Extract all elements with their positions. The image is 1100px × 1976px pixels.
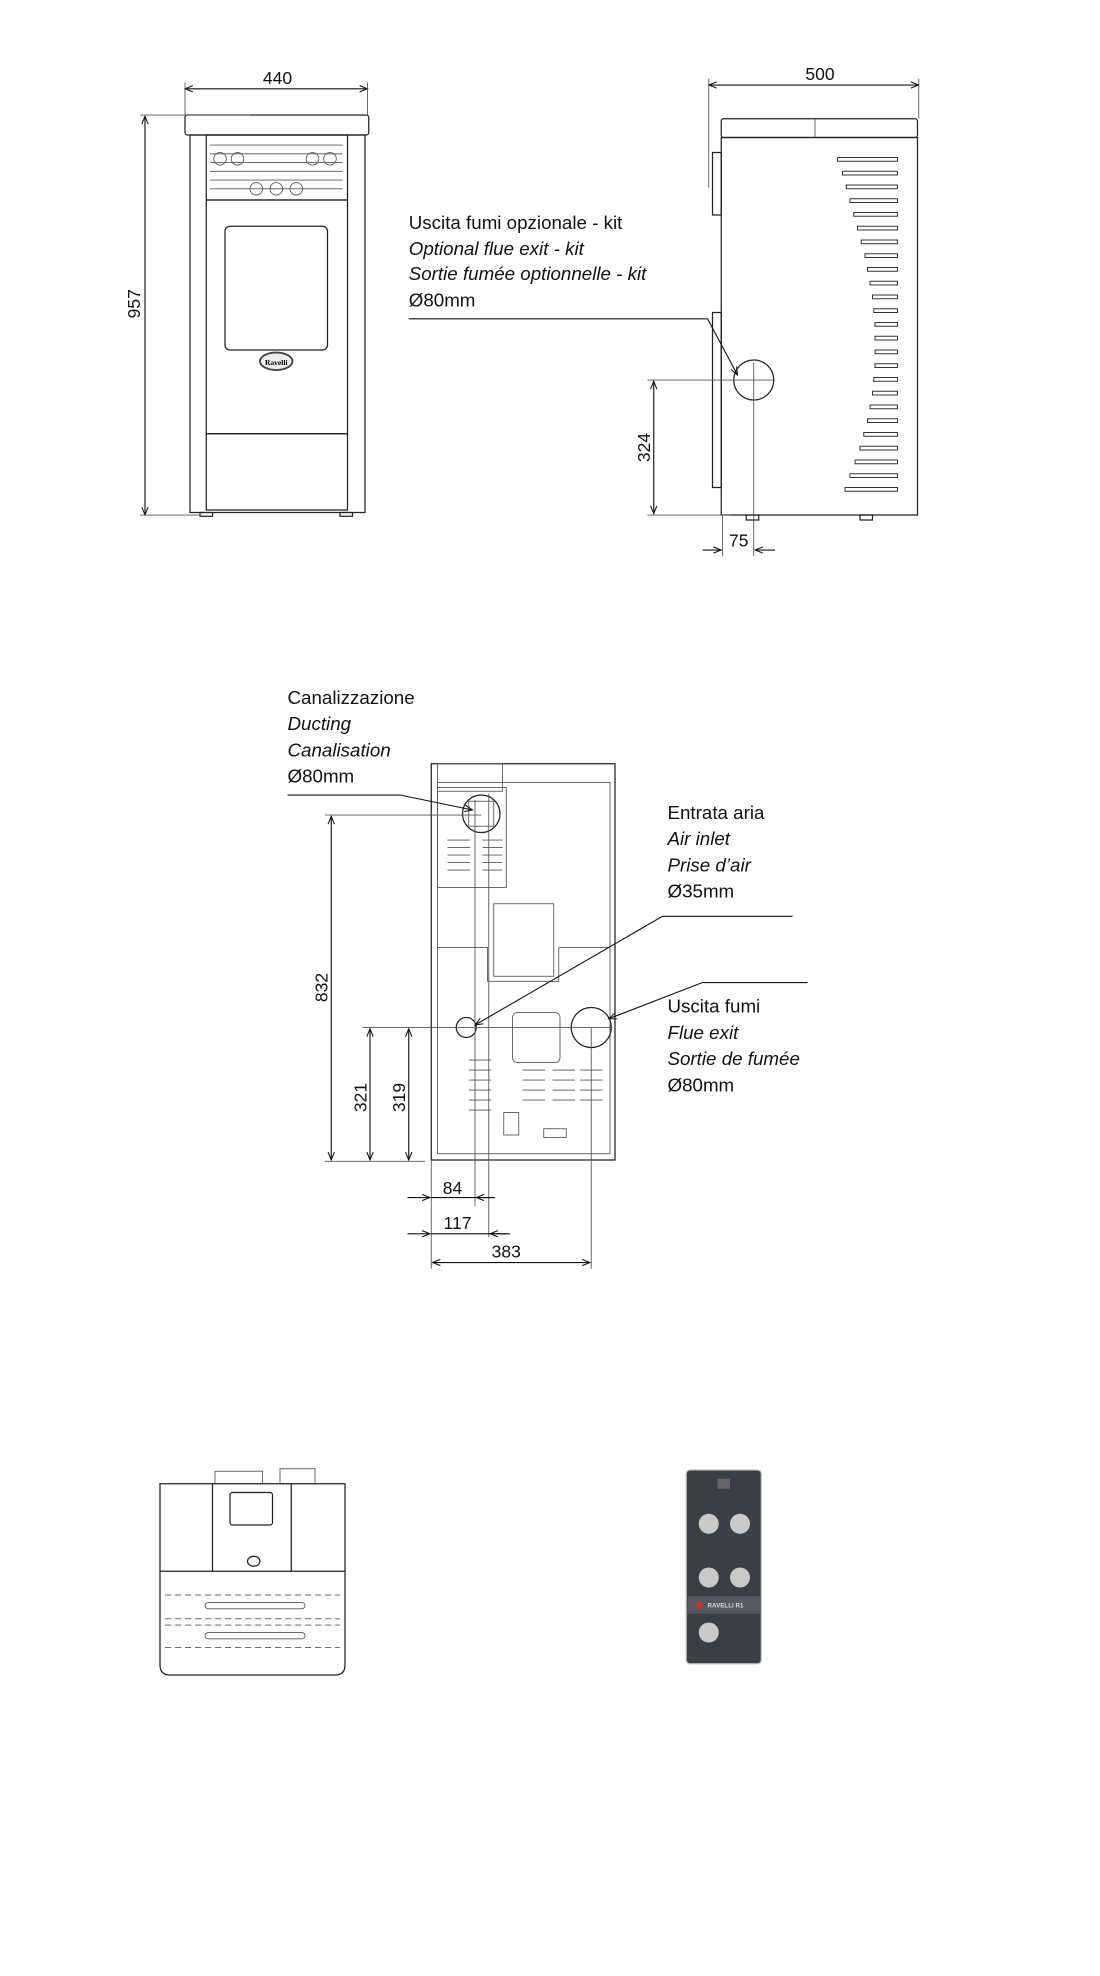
- side-vents: [836, 156, 898, 492]
- front-view: Ravelli 440 957: [124, 68, 370, 517]
- ducting-note: Canalizzazione Ducting Canalisation Ø80m…: [288, 687, 473, 810]
- svg-text:Sortie de fumée: Sortie de fumée: [668, 1048, 800, 1069]
- flue-height-dim-label: 324: [634, 433, 654, 462]
- svg-text:Canalisation: Canalisation: [288, 739, 391, 760]
- remote-button: [698, 1622, 719, 1643]
- top-view: [159, 1468, 346, 1676]
- svg-text:Ø80mm: Ø80mm: [668, 1074, 735, 1095]
- svg-text:Flue exit: Flue exit: [668, 1022, 740, 1043]
- height-dim-label: 957: [124, 289, 144, 318]
- air-inlet-height-dim-label: 321: [350, 1083, 370, 1112]
- svg-text:Entrata aria: Entrata aria: [668, 802, 765, 823]
- svg-text:Ravelli: Ravelli: [265, 358, 288, 367]
- flue-exit-note: Uscita fumi Flue exit Sortie de fumée Ø8…: [609, 981, 808, 1095]
- svg-text:RAVELLI R1: RAVELLI R1: [708, 1603, 745, 1610]
- remote-button: [730, 1513, 750, 1534]
- flue-offset-dim-label: 383: [492, 1242, 521, 1262]
- brand-logo-icon: [695, 1601, 703, 1609]
- optional-flue-note: Uscita fumi opzionale - kit Optional flu…: [409, 212, 738, 375]
- remote-control: RAVELLI R1: [685, 1469, 762, 1665]
- ducting-outlet: [461, 794, 501, 834]
- svg-text:Optional flue exit - kit: Optional flue exit - kit: [409, 238, 585, 259]
- ducting-offset-dim-label: 117: [444, 1213, 472, 1233]
- side-view: 500 324 75 Uscita fumi opzionale - kit O…: [409, 64, 919, 557]
- flue-height-dim-label: 319: [389, 1083, 409, 1112]
- svg-text:Uscita fumi: Uscita fumi: [668, 996, 761, 1017]
- svg-text:Sortie fumée optionnelle - kit: Sortie fumée optionnelle - kit: [409, 263, 647, 284]
- width-dim-label: 440: [263, 68, 292, 88]
- rear-view: 832 321 319 84 117 383 Canalizzazione Du…: [288, 687, 808, 1269]
- svg-text:Ducting: Ducting: [288, 713, 352, 734]
- remote-button: [698, 1567, 719, 1588]
- svg-text:Ø35mm: Ø35mm: [668, 881, 735, 902]
- svg-text:Ø80mm: Ø80mm: [409, 289, 476, 310]
- front-grill: [210, 144, 343, 196]
- rear-vents-top: [447, 839, 503, 871]
- ducting-height-dim-label: 832: [312, 973, 332, 1002]
- depth-dim-label: 500: [805, 64, 834, 84]
- air-inlet-note: Entrata aria Air inlet Prise d’air Ø35mm: [475, 802, 793, 1025]
- flue-offset-dim-label: 75: [729, 530, 748, 550]
- svg-text:Canalizzazione: Canalizzazione: [288, 687, 415, 708]
- door-glass: [224, 225, 329, 351]
- svg-text:Ø80mm: Ø80mm: [288, 766, 355, 787]
- remote-button: [698, 1513, 719, 1534]
- svg-text:Prise d’air: Prise d’air: [668, 854, 752, 875]
- ravelli-logo: [259, 351, 294, 371]
- svg-text:Uscita fumi opzionale - kit: Uscita fumi opzionale - kit: [409, 212, 623, 233]
- air-inlet-offset-dim-label: 84: [443, 1178, 463, 1198]
- svg-text:Air inlet: Air inlet: [667, 828, 731, 849]
- remote-button: [730, 1567, 750, 1588]
